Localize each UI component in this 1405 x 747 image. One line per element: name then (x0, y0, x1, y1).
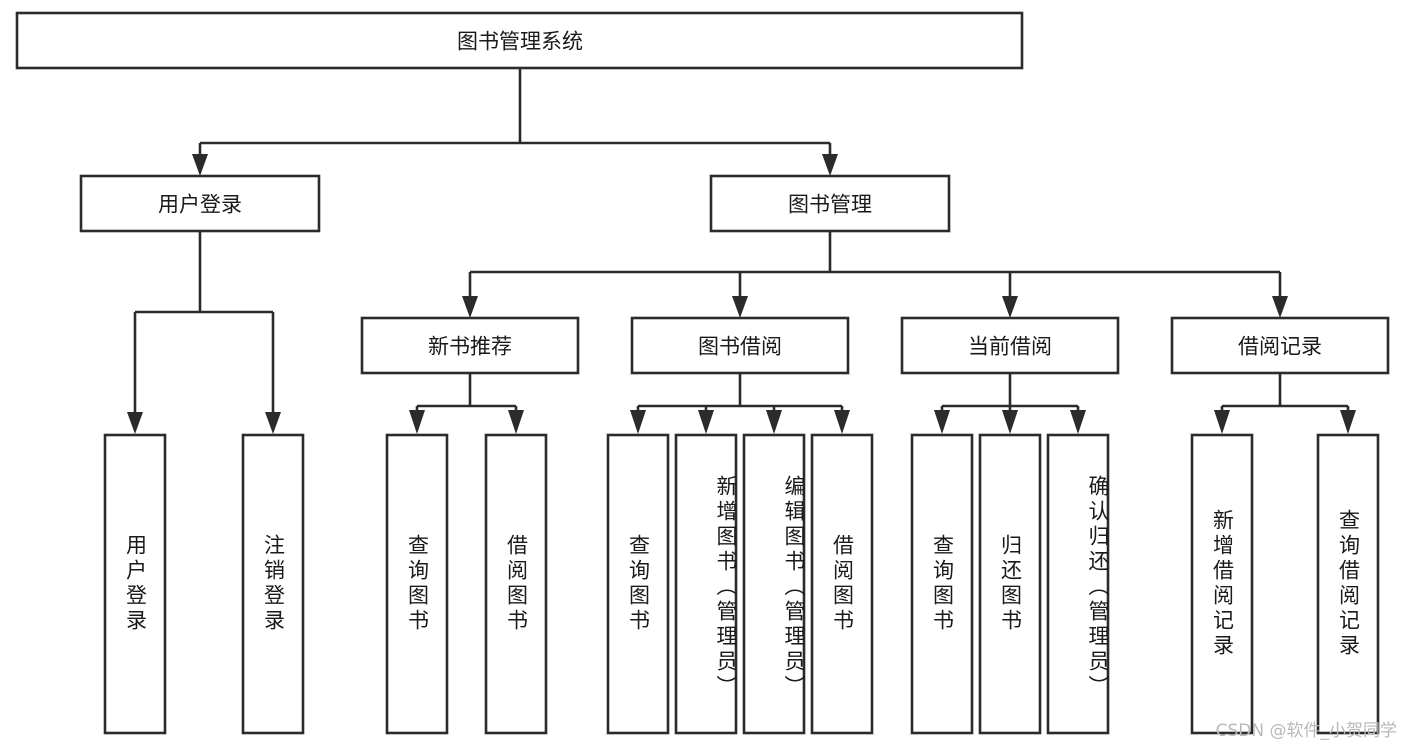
node-current-borrow-box[interactable] (900, 316, 1120, 375)
arrow-new-book-leaf-1 (409, 410, 425, 434)
arrow-user-login-leaf-2 (265, 412, 281, 434)
node-book-borrow-label: 图书借阅 (698, 335, 782, 359)
leaf-box-query-book-3[interactable] (910, 433, 974, 735)
arrow-borrow-record-leaf-1 (1214, 410, 1230, 434)
arrow-current-borrow-leaf-2 (1002, 410, 1018, 434)
connector-group-borrow-record (1214, 373, 1356, 434)
watermark-text: CSDN @软件_小贺同学 (1215, 721, 1397, 741)
arrow-borrow-record-leaf-2 (1340, 410, 1356, 434)
leaf-box-user-logout[interactable] (241, 433, 305, 735)
node-new-book-recommend-label: 新书推荐 (428, 335, 512, 359)
leaf-box-query-book-1[interactable] (385, 433, 449, 735)
arrow-current-borrow-leaf-1 (934, 410, 950, 434)
leaf-box-return-book[interactable] (978, 433, 1042, 735)
leaf-box-query-record[interactable] (1316, 433, 1380, 735)
leaf-box-add-record[interactable] (1190, 433, 1254, 735)
arrow-root-to-book-management (822, 154, 838, 176)
arrow-book-borrow-leaf-1 (630, 410, 646, 434)
arrow-root-to-user-login (192, 154, 208, 176)
connector-group-book-management (462, 231, 1288, 318)
arrow-bm-to-borrow-record (1272, 296, 1288, 318)
node-new-book-recommend[interactable]: 新书推荐 (360, 316, 580, 375)
connector-group-current-borrow (934, 373, 1086, 434)
leaf-box-borrow-book-2[interactable] (810, 433, 874, 735)
connector-group-root (192, 68, 838, 176)
node-book-borrow-box[interactable] (630, 316, 850, 375)
arrow-bm-to-current-borrow (1002, 296, 1018, 318)
node-root-system-box[interactable] (15, 11, 1024, 70)
node-borrow-record-box[interactable] (1170, 316, 1390, 375)
leaf-box-confirm-return[interactable] (1046, 433, 1110, 735)
arrow-bm-to-book-borrow (732, 296, 748, 318)
node-new-book-recommend-box[interactable] (360, 316, 580, 375)
connector-group-new-book (409, 373, 524, 434)
leaf-box-add-book[interactable] (674, 433, 738, 735)
leaf-box-edit-book[interactable] (742, 433, 806, 735)
node-user-login-box[interactable] (79, 174, 321, 233)
node-user-login-label: 用户登录 (158, 193, 242, 217)
node-user-login[interactable]: 用户登录 (79, 174, 321, 233)
node-book-management-label: 图书管理 (788, 193, 872, 217)
leaf-box-user-login[interactable] (103, 433, 167, 735)
node-book-management[interactable]: 图书管理 (709, 174, 951, 233)
arrow-book-borrow-leaf-4 (834, 410, 850, 434)
arrow-book-borrow-leaf-2 (698, 410, 714, 434)
node-current-borrow[interactable]: 当前借阅 (900, 316, 1120, 375)
node-root-system-label: 图书管理系统 (457, 30, 583, 54)
node-borrow-record[interactable]: 借阅记录 (1170, 316, 1390, 375)
connector-group-user-login (127, 231, 281, 434)
arrow-current-borrow-leaf-3 (1070, 410, 1086, 434)
node-borrow-record-label: 借阅记录 (1238, 335, 1322, 359)
leaf-box-borrow-book-1[interactable] (484, 433, 548, 735)
connector-group-book-borrow (630, 373, 850, 434)
leaf-box-query-book-2[interactable] (606, 433, 670, 735)
node-current-borrow-label: 当前借阅 (968, 335, 1052, 359)
arrow-user-login-leaf-1 (127, 412, 143, 434)
arrow-book-borrow-leaf-3 (766, 410, 782, 434)
node-book-management-box[interactable] (709, 174, 951, 233)
arrow-bm-to-new-book (462, 296, 478, 318)
node-root-system[interactable]: 图书管理系统 (15, 11, 1024, 70)
arrow-new-book-leaf-2 (508, 410, 524, 434)
node-book-borrow[interactable]: 图书借阅 (630, 316, 850, 375)
